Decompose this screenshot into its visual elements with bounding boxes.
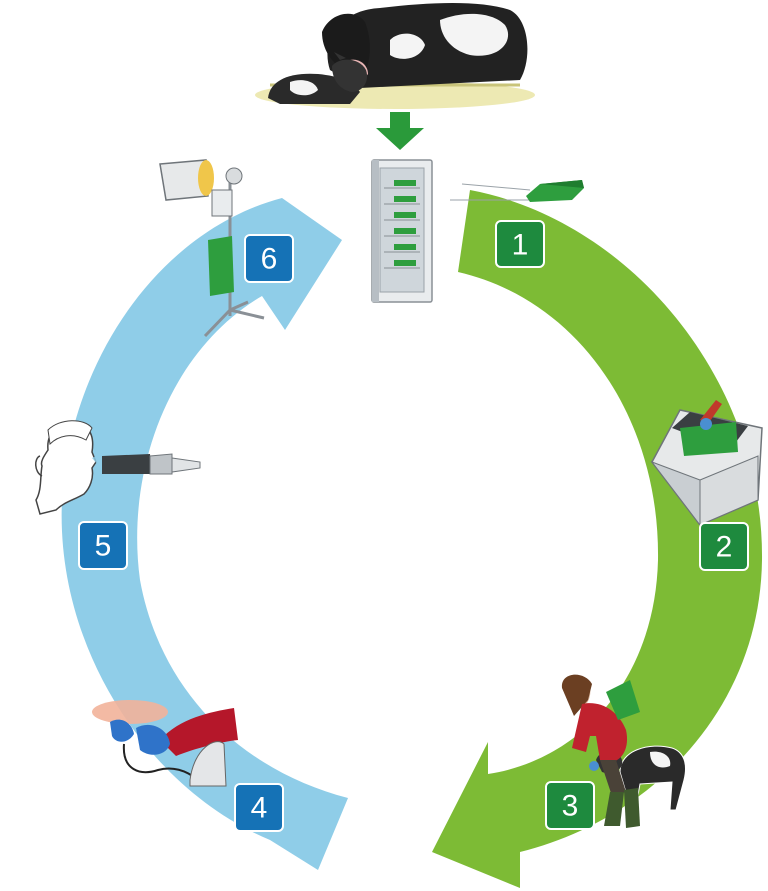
step-number-3: 3 [562,790,579,823]
step-number-4: 4 [251,792,268,825]
cow-and-calf-icon [255,3,535,109]
freezer-icon [371,159,433,303]
step-number-2: 2 [716,531,733,564]
milking-cow-icon [92,700,238,787]
farmer-feeding-calf-icon [561,674,686,828]
step-badge-6: 6 [244,234,294,283]
green-cycle-arrow [432,190,763,888]
down-arrow-icon [376,112,424,150]
refractometer-icon [35,420,201,515]
step-number-1: 1 [512,229,529,262]
step-number-5: 5 [95,530,112,563]
colostrum-pasteurizer-stand-icon [159,159,265,338]
thawing-device-icon [650,400,763,527]
step-badge-2: 2 [699,522,749,571]
step-badge-3: 3 [545,781,595,830]
colostrum-bag-icon [450,180,584,202]
step-badge-4: 4 [234,783,284,832]
step-number-6: 6 [261,243,278,276]
step-badge-5: 5 [78,521,128,570]
step-badge-1: 1 [495,220,545,268]
